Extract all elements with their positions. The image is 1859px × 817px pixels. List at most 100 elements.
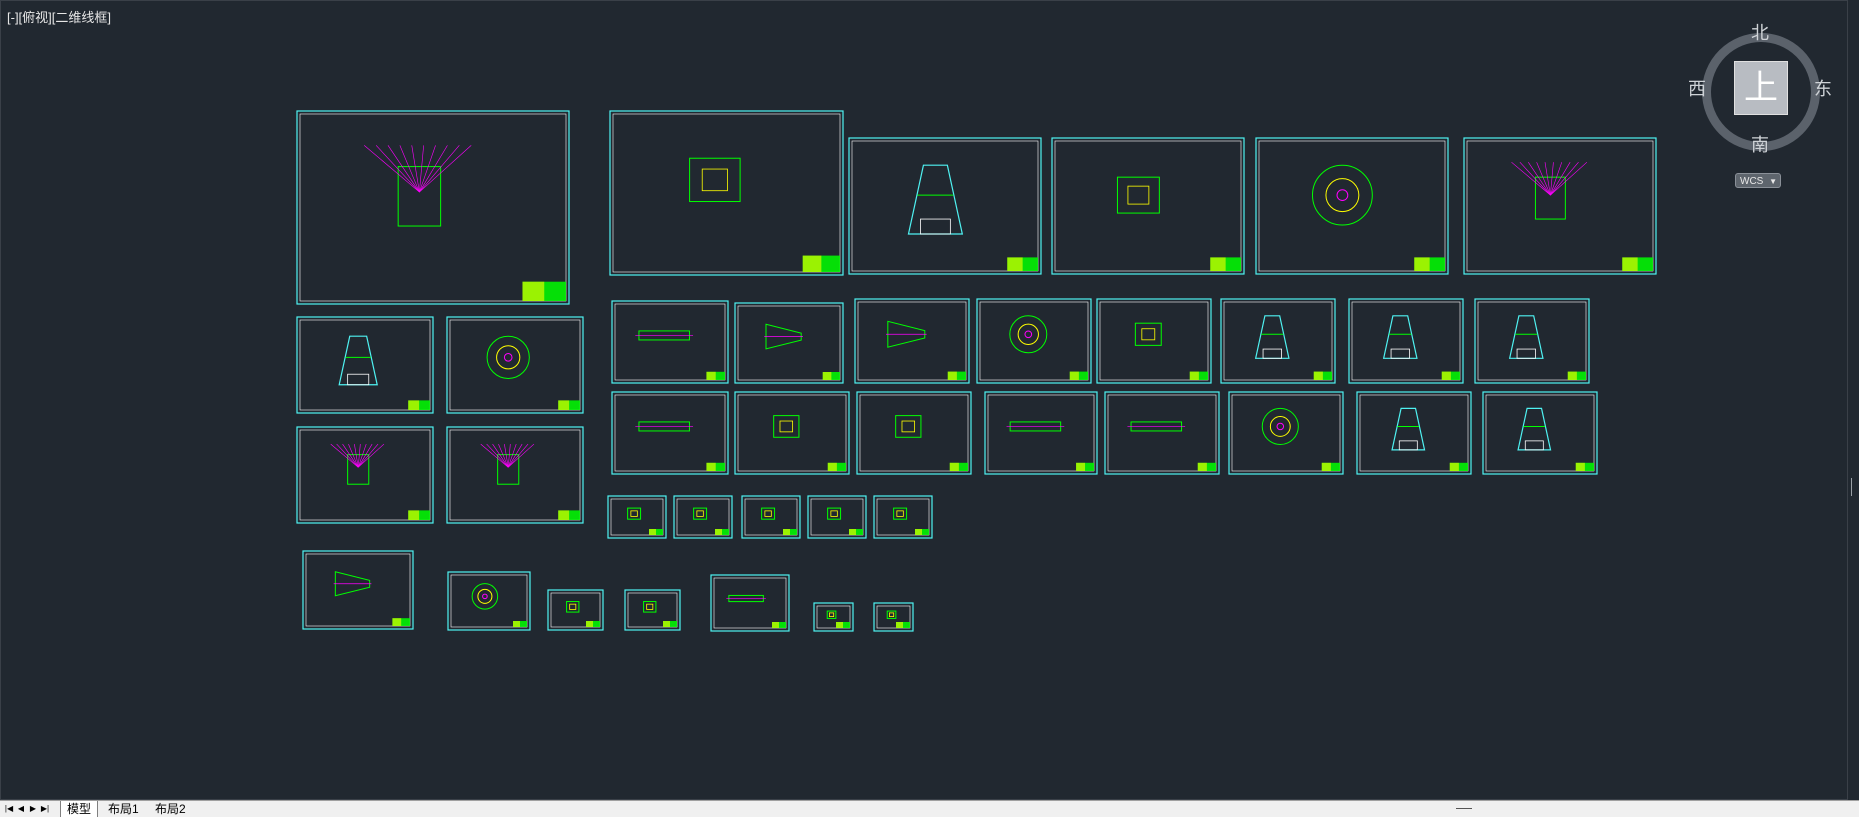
next-tab-icon[interactable]: ▶	[29, 804, 37, 813]
sheet-inner-frame	[1107, 394, 1217, 472]
drawing-sheet[interactable]	[1463, 137, 1657, 275]
wcs-menu-button[interactable]: WCS▼	[1735, 173, 1781, 188]
drawing-sheet[interactable]	[1482, 391, 1598, 475]
drawing-sheet[interactable]	[673, 495, 733, 539]
sheet-border	[673, 495, 733, 539]
compass-north-label[interactable]: 北	[1751, 23, 1769, 44]
sheet-inner-frame	[713, 577, 787, 629]
drawing-sheet[interactable]	[741, 495, 801, 539]
sheet-inner-frame	[627, 592, 678, 628]
viewcube-top-face[interactable]: 上	[1734, 61, 1788, 115]
title-block	[836, 622, 850, 628]
sheet-inner-frame	[816, 605, 851, 629]
drawing-sheet[interactable]	[1348, 298, 1464, 384]
part-geometry	[566, 601, 580, 613]
tab-model[interactable]: 模型	[60, 801, 99, 817]
drawing-sheet[interactable]	[734, 302, 844, 384]
vertical-scroll-grip[interactable]	[1851, 478, 1852, 496]
part-geometry	[1382, 315, 1418, 359]
sheet-border	[1051, 137, 1245, 275]
sheet-border	[1220, 298, 1336, 384]
title-block	[822, 372, 840, 380]
part-geometry	[635, 330, 694, 341]
drawing-sheet[interactable]	[873, 602, 914, 632]
part-geometry	[635, 421, 694, 432]
compass-south-label[interactable]: 南	[1751, 135, 1769, 156]
drawing-sheet[interactable]	[710, 574, 790, 632]
drawing-sheet[interactable]	[447, 571, 531, 631]
sheet-border	[607, 495, 667, 539]
scroll-thumb[interactable]	[1456, 808, 1472, 809]
sheet-border	[854, 298, 970, 384]
title-block	[1007, 257, 1038, 271]
sheet-border	[734, 391, 850, 475]
part-geometry	[693, 507, 708, 520]
drawing-sheet[interactable]	[848, 137, 1042, 275]
part-geometry	[1311, 164, 1373, 226]
drawing-sheet[interactable]	[856, 391, 972, 475]
drawing-sheet[interactable]	[807, 495, 867, 539]
sheet-border	[710, 574, 790, 632]
drawing-sheet[interactable]	[813, 602, 854, 632]
title-block	[827, 462, 846, 471]
drawing-canvas[interactable]	[1, 1, 1849, 801]
sheet-border	[447, 571, 531, 631]
drawing-sheet[interactable]	[873, 495, 933, 539]
sheet-border	[296, 316, 434, 414]
drawing-sheet[interactable]	[1096, 298, 1212, 384]
tab-layout2[interactable]: 布局2	[155, 802, 186, 816]
drawing-sheet[interactable]	[1104, 391, 1220, 475]
drawing-sheet[interactable]	[984, 391, 1098, 475]
drawing-sheet[interactable]	[296, 426, 434, 524]
viewcube-compass-ring[interactable]	[1702, 33, 1820, 151]
drawing-sheet[interactable]	[446, 426, 584, 524]
drawing-sheet[interactable]	[624, 589, 681, 631]
title-block	[513, 621, 527, 627]
drawing-sheet[interactable]	[296, 110, 570, 305]
prev-tab-icon[interactable]: ◀	[17, 804, 25, 813]
compass-west-label[interactable]: 西	[1688, 79, 1706, 100]
title-block	[558, 400, 580, 410]
drawing-sheet[interactable]	[609, 110, 844, 276]
sheet-inner-frame	[305, 553, 411, 627]
last-tab-icon[interactable]: ▶|	[40, 804, 50, 813]
horizontal-scrollbar[interactable]	[1216, 804, 1848, 814]
sheet-inner-frame	[1099, 301, 1209, 381]
compass-east-label[interactable]: 东	[1814, 79, 1832, 100]
part-geometry	[1261, 407, 1299, 445]
drawing-sheet[interactable]	[607, 495, 667, 539]
drawing-sheet[interactable]	[1228, 391, 1344, 475]
part-geometry	[627, 507, 642, 520]
drawing-sheet[interactable]	[1051, 137, 1245, 275]
drawing-sheet[interactable]	[302, 550, 414, 630]
first-tab-icon[interactable]: |◀	[4, 804, 14, 813]
drawing-sheet[interactable]	[976, 298, 1092, 384]
part-geometry	[333, 571, 372, 597]
title-block	[715, 529, 729, 535]
drawing-sheet[interactable]	[547, 589, 604, 631]
sheet-border	[873, 602, 914, 632]
drawing-sheet[interactable]	[611, 300, 729, 384]
drawing-sheet[interactable]	[854, 298, 970, 384]
model-viewport[interactable]: [-][俯视][二维线框] 上 北 南 东 西 WCS▼	[0, 0, 1848, 800]
drawing-sheet[interactable]	[1220, 298, 1336, 384]
drawing-sheet[interactable]	[734, 391, 850, 475]
title-block	[1189, 371, 1208, 380]
sheet-border	[1104, 391, 1220, 475]
part-geometry	[1254, 315, 1290, 359]
drawing-sheet[interactable]	[446, 316, 584, 414]
viewcube[interactable]: 上 北 南 东 西	[1686, 17, 1836, 167]
part-geometry	[885, 320, 927, 348]
sheet-inner-frame	[612, 113, 841, 273]
drawing-sheet[interactable]	[296, 316, 434, 414]
sheet-border	[873, 495, 933, 539]
title-block	[915, 529, 929, 535]
part-geometry	[827, 507, 842, 520]
view-mode-label[interactable]: [-][俯视][二维线框]	[7, 10, 112, 25]
drawing-sheet[interactable]	[1356, 391, 1472, 475]
drawing-sheet[interactable]	[1255, 137, 1449, 275]
drawing-sheet[interactable]	[1474, 298, 1590, 384]
part-geometry	[689, 157, 741, 203]
drawing-sheet[interactable]	[611, 391, 729, 475]
tab-layout1[interactable]: 布局1	[108, 802, 139, 816]
